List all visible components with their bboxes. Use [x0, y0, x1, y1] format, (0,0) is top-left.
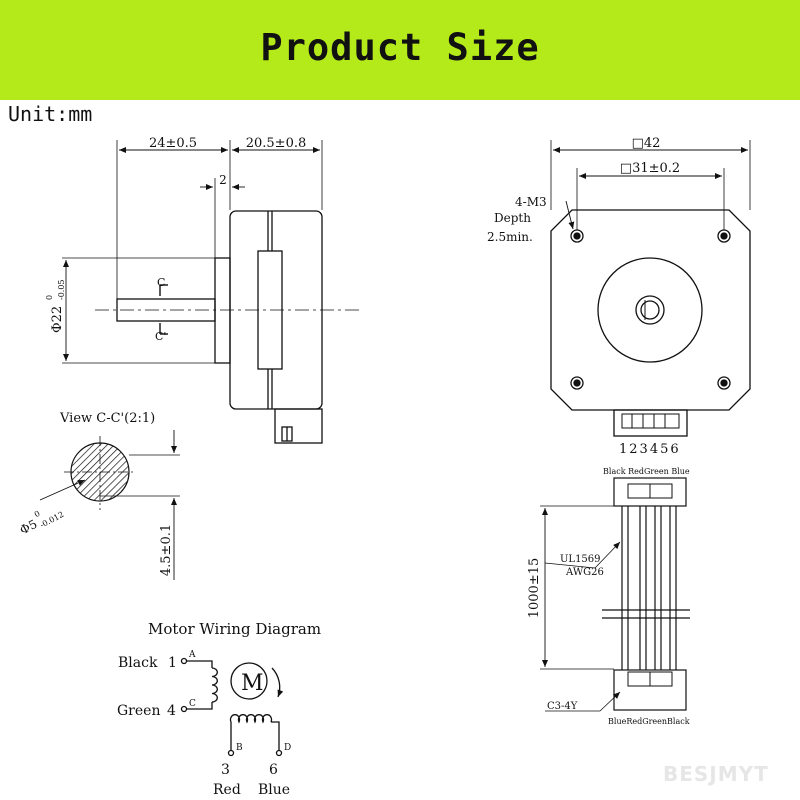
motor-symbol: M [241, 671, 264, 696]
unit-label: Unit:mm [8, 102, 93, 126]
watermark: BESJMYT [663, 762, 769, 786]
front-connector [613, 409, 688, 437]
cable-length-label: 1000±15 [527, 558, 542, 619]
pin-numbers: 123456 [619, 442, 681, 457]
section-mark-top: C [157, 276, 165, 289]
side-view [62, 140, 360, 444]
page-title: Product Size [260, 26, 540, 69]
coil-ac [211, 667, 218, 703]
motor-symbol-circle [230, 662, 268, 700]
cable-top-colors: Black RedGreen Blue [603, 467, 690, 476]
mounting-holes [570, 229, 731, 390]
hole-label-line1: 4-M3 [515, 195, 547, 209]
wiring-diagram [180, 657, 284, 757]
section-diameter-group: Φ5 0 -0.012 [18, 509, 66, 538]
wire2-num: 4 [167, 703, 176, 719]
wire3-num: 3 [221, 762, 230, 778]
front-view [550, 140, 751, 437]
wire2-name: Green [117, 703, 160, 719]
section-dim-flat: 4.5±0.1 [159, 524, 174, 576]
wiring-title: Motor Wiring Diagram [148, 620, 321, 638]
wire1-num: 1 [168, 655, 177, 671]
hole-label-line2: Depth [494, 211, 531, 225]
section-dim-diameter-tol-lower: -0.012 [38, 510, 65, 530]
wire-type-line2: AWG26 [565, 567, 604, 578]
motor-flange [214, 257, 231, 364]
dim-body-length-label: 20.5±0.8 [246, 136, 307, 151]
dim-shaft-diameter-tol-upper: 0 [45, 295, 54, 300]
connector-type: C3-4Y [547, 701, 578, 712]
wire-type-line1: UL1569 [560, 554, 601, 565]
wire3-term: B [236, 743, 243, 753]
wire4-term: D [284, 743, 291, 753]
dim-shaft-length-label: 24±0.5 [149, 136, 197, 151]
hole-label-line3: 2.5min. [487, 230, 533, 244]
title-banner: Product Size [0, 0, 800, 100]
section-dim-diameter-tol-upper: 0 [33, 509, 42, 519]
cable-bottom-connector [613, 669, 687, 711]
dim-outer-label: □42 [632, 136, 661, 151]
wire4-name: Blue [258, 782, 290, 798]
wire1-term: A [188, 650, 196, 660]
wire4-num: 6 [269, 762, 278, 778]
dim-holes-label: □31±0.2 [620, 161, 680, 176]
side-connector [274, 408, 323, 444]
dim-shaft-diameter-tol-lower: -0.05 [57, 279, 66, 300]
motor-face [550, 209, 751, 411]
section-view-title: View C-C'(2:1) [59, 411, 155, 426]
wire1-name: Black [118, 655, 158, 671]
coil-bd [229, 714, 273, 724]
dim-shaft-diameter-label: Φ22 [50, 306, 65, 333]
dim-flange-label: 2 [219, 173, 227, 187]
section-dim-diameter: Φ5 [18, 517, 40, 538]
cable-assembly [540, 477, 690, 712]
wire2-term: C [189, 699, 196, 709]
cable-top-connector [613, 477, 687, 507]
dim-shaft-diameter-group: Φ22 0 -0.05 [45, 279, 66, 333]
cable-bottom-colors: BlueRedGreenBlack [608, 717, 690, 726]
section-view [39, 430, 180, 580]
section-mark-bottom: C' [155, 330, 166, 343]
wire3-name: Red [213, 782, 241, 798]
